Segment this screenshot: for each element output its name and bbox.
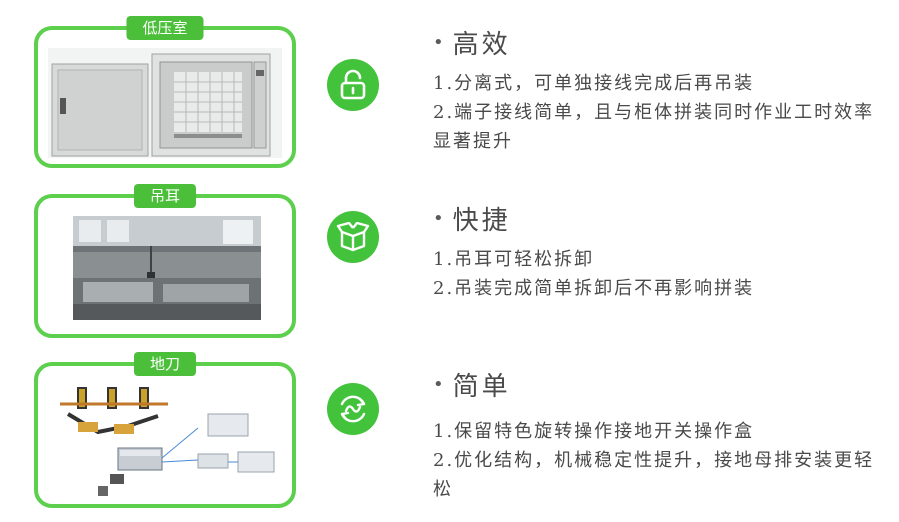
feature-title-text: 高效 <box>452 30 511 60</box>
feature-efficient: • 高效 1.分离式，可单独接线完成后再吊装 2.端子接线简单，且与柜体拼装同时… <box>433 24 883 156</box>
list-item: 2.吊装完成简单拆卸后不再影响拼装 <box>433 278 755 299</box>
rotate-icon <box>327 383 379 435</box>
list-item: 2.端子接线简单，且与柜体拼装同时作业工时效率显著提升 <box>433 102 875 152</box>
feature-title: • 高效 <box>433 24 883 61</box>
feature-fast: • 快捷 1.吊耳可轻松拆卸 2.吊装完成简单拆卸后不再影响拼装 <box>433 200 883 303</box>
feature-title: • 简单 <box>433 366 883 403</box>
box-icon <box>327 211 379 263</box>
lifting-lug-card: 吊耳 <box>34 184 296 338</box>
feature-title-text: 简单 <box>452 372 511 402</box>
earthing-switch-card: 地刀 <box>34 352 296 508</box>
unlock-icon <box>327 59 379 111</box>
card-tag: 地刀 <box>133 352 197 376</box>
bullet-dot-icon: • <box>433 32 447 53</box>
card-tag: 低压室 <box>126 16 204 40</box>
lifting-lug-photo <box>73 216 261 320</box>
feature-title: • 快捷 <box>433 200 883 237</box>
feature-list: 1.吊耳可轻松拆卸 2.吊装完成简单拆卸后不再影响拼装 <box>433 245 883 303</box>
feature-list: 1.保留特色旋转操作接地开关操作盒 2.优化结构，机械稳定性提升，接地母排安装更… <box>433 417 883 504</box>
cabinet-card: 低压室 <box>34 16 296 168</box>
earthing-switch-diagram <box>58 382 280 500</box>
bullet-dot-icon: • <box>433 208 447 229</box>
list-item: 1.分离式，可单独接线完成后再吊装 <box>433 73 755 94</box>
list-item: 1.保留特色旋转操作接地开关操作盒 <box>433 421 755 442</box>
list-item: 2.优化结构，机械稳定性提升，接地母排安装更轻松 <box>433 450 875 500</box>
feature-title-text: 快捷 <box>452 206 511 236</box>
cabinet-photo <box>48 48 282 158</box>
bullet-dot-icon: • <box>433 374 447 395</box>
list-item: 1.吊耳可轻松拆卸 <box>433 249 595 270</box>
card-tag: 吊耳 <box>133 184 197 208</box>
feature-list: 1.分离式，可单独接线完成后再吊装 2.端子接线简单，且与柜体拼装同时作业工时效… <box>433 69 883 156</box>
feature-simple: • 简单 1.保留特色旋转操作接地开关操作盒 2.优化结构，机械稳定性提升，接地… <box>433 366 883 504</box>
